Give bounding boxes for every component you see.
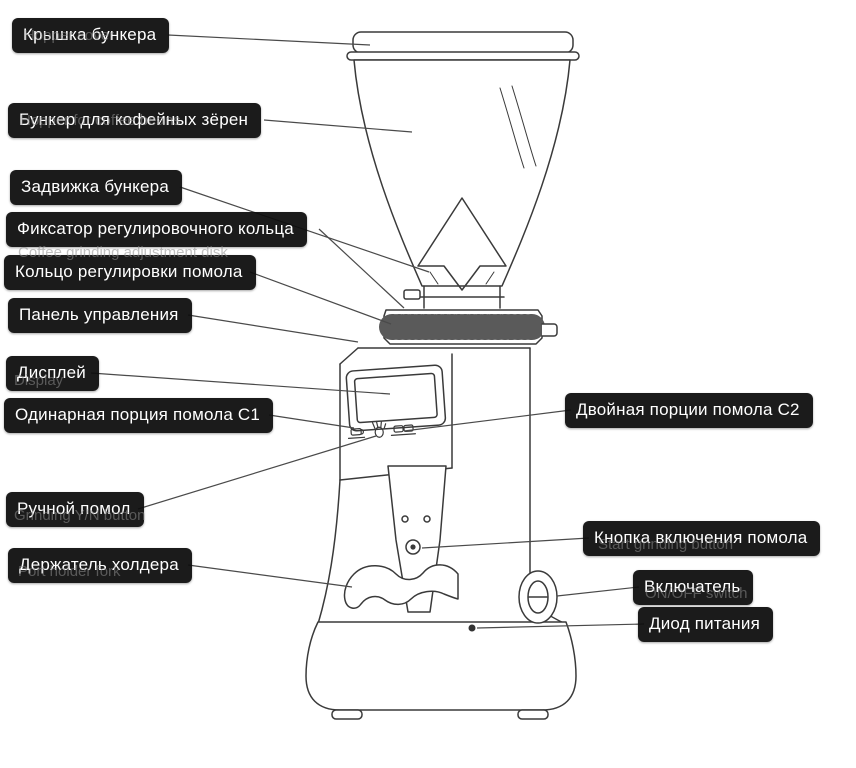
label-adjustment-ring: Кольцо регулировки помола xyxy=(4,255,256,290)
leader-display xyxy=(90,372,391,395)
leader-control-panel xyxy=(187,314,359,343)
label-grind-start-button: Кнопка включения помола xyxy=(583,521,821,556)
grinder-body xyxy=(317,347,567,625)
portafilter-fork xyxy=(343,564,459,609)
leader-bean-hopper xyxy=(263,119,413,133)
label-control-panel: Панель управления xyxy=(8,298,192,333)
bean-hopper xyxy=(353,59,571,291)
leader-power-switch xyxy=(556,586,640,597)
foot-right xyxy=(517,709,549,720)
leader-grind-start xyxy=(421,537,590,549)
label-portafilter-holder: Держатель холдера xyxy=(8,548,192,583)
leader-ring-lock xyxy=(318,228,405,309)
manual-grind-hand-icon xyxy=(371,420,387,438)
hopper-gate xyxy=(403,285,505,309)
label-bean-hopper: Бункер для кофейных зёрен xyxy=(8,103,262,138)
leader-hopper-cover xyxy=(167,34,371,46)
label-hopper-cover: Крышка бункера xyxy=(12,18,170,53)
leader-manual-grind xyxy=(137,435,377,510)
base xyxy=(305,621,577,720)
leader-adjustment-ring xyxy=(249,271,392,325)
power-led xyxy=(468,624,476,632)
display-screen xyxy=(353,372,438,424)
single-dose-button-icon xyxy=(347,428,366,440)
leader-power-led xyxy=(476,623,645,629)
leader-single-dose xyxy=(268,414,355,429)
label-hopper-gate: Задвижка бункера xyxy=(10,170,182,205)
control-panel xyxy=(345,364,447,440)
label-display: Дисплей xyxy=(6,356,99,391)
leader-portafilter-holder xyxy=(187,564,353,588)
label-power-led: Диод питания xyxy=(638,607,773,642)
adjustment-ring xyxy=(379,309,558,345)
hopper-lid xyxy=(346,31,580,61)
label-ring-lock: Фиксатор регулировочного кольца xyxy=(6,212,307,247)
foot-left xyxy=(331,709,363,720)
label-manual-grind: Ручной помол xyxy=(6,492,144,527)
ring-lock-pin xyxy=(541,323,558,337)
label-single-dose-c1: Одинарная порция помола C1 xyxy=(4,398,274,433)
double-dose-button-icon xyxy=(390,424,417,437)
power-switch xyxy=(518,570,558,624)
start-grind-button xyxy=(405,539,421,555)
label-double-dose-c2: Двойная порции помола C2 xyxy=(565,393,813,428)
label-power-switch: Включатель xyxy=(633,570,754,605)
leader-double-dose xyxy=(403,409,572,432)
